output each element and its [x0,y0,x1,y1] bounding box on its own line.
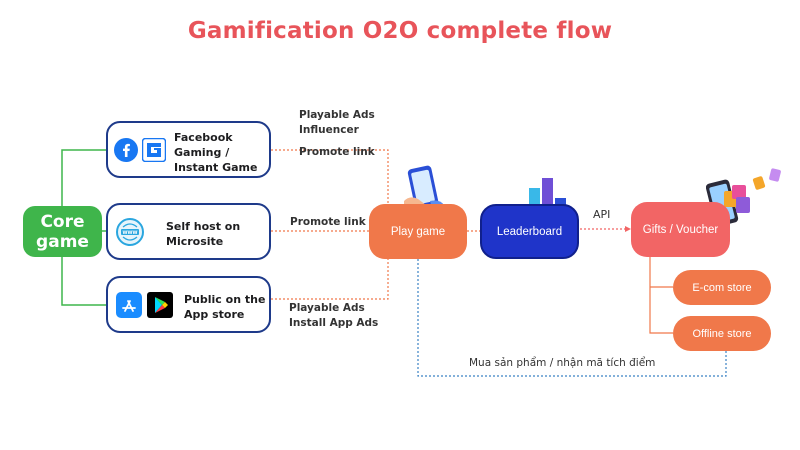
source-label: Self host on Microsite [166,220,241,248]
source-self-host: WWW Self host on Microsite [106,203,271,260]
line-core-to-sources [61,149,106,306]
edge-label-appstore: Playable Ads Install App Ads [289,301,378,331]
google-play-icon [147,292,173,318]
source-app-store: Public on the App store [106,276,271,333]
web-globe-icon: WWW [116,218,144,246]
offline-store-label: Offline store [692,327,752,340]
edge-label-playable-ads: Playable Ads [299,109,375,121]
core-game-node: Core game [23,206,102,257]
svg-text:WWW: WWW [123,230,138,236]
edge-label-feedback: Mua sản phẩm / nhận mã tích điểm [469,357,656,369]
facebook-gaming-icon [142,138,166,162]
ecom-store-node: E-com store [673,270,771,305]
line-feedback-loop [417,259,727,377]
core-game-label: Core game [36,211,89,252]
ecom-store-label: E-com store [692,281,752,294]
edge-label-facebook: Playable Ads Influencer Promote link [299,108,375,160]
edge-label-influencer: Influencer [299,124,359,136]
shopping-bags-icon [706,167,786,229]
source-facebook-gaming: Facebook Gaming / Instant Game [106,121,271,178]
arrow-to-gifts [625,226,631,232]
edge-label-promote-link: Promote link [299,146,375,158]
gifts-voucher-node: Gifts / Voucher [631,202,730,257]
line-appstore-to-play [271,259,389,300]
source-label: Facebook Gaming / Instant Game [174,131,258,174]
phone-hand-icon [400,165,448,217]
offline-store-node: Offline store [673,316,771,351]
source-label: Public on the App store [184,293,266,321]
app-store-icon [116,292,142,318]
edge-label-playable-ads: Playable Ads [289,302,365,314]
edge-label-api: API [593,208,611,221]
edge-label-selfhost: Promote link [290,216,366,228]
edge-label-install-app-ads: Install App Ads [289,317,379,329]
diagram-title: Gamification O2O complete flow [187,18,613,44]
leaderboard-label: Leaderboard [496,225,563,238]
leaderboard-node: Leaderboard [480,204,579,259]
line-gifts-to-stores [649,257,673,334]
play-game-node: Play game [369,204,467,259]
facebook-icon [114,138,138,162]
line-facebook-to-play [271,149,389,204]
gifts-voucher-label: Gifts / Voucher [642,223,719,236]
play-game-label: Play game [390,225,446,238]
